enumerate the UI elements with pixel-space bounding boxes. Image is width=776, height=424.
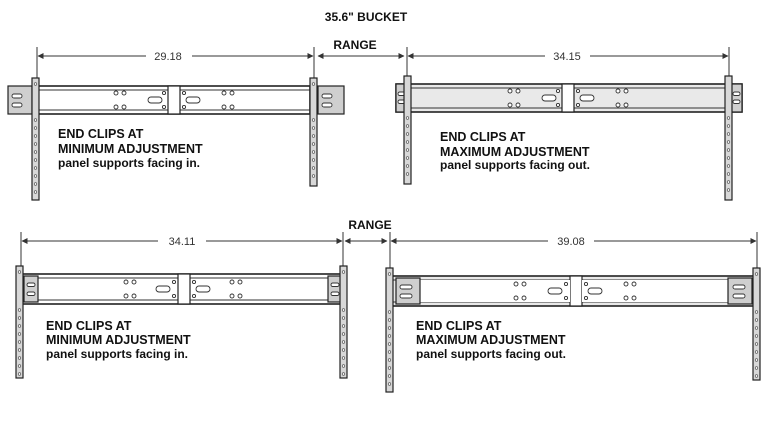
diagram-top-left: 29.18 <box>7 47 345 201</box>
dimension-value: 34.15 <box>553 51 581 63</box>
caption-line-1: END CLIPS AT <box>46 319 132 333</box>
clip-slot-icon <box>11 93 23 99</box>
clip-slot-icon <box>321 93 333 99</box>
clip-slot-icon <box>399 293 413 299</box>
clip-slot-icon <box>732 293 746 299</box>
clip-slot-icon <box>330 282 340 287</box>
end-clip-right <box>317 85 345 115</box>
caption-line-3: panel supports facing out. <box>416 347 566 361</box>
rail-holes <box>405 116 731 192</box>
rail-right <box>339 265 348 379</box>
diagram-top-right: 34.15 <box>395 47 743 201</box>
caption-line-2: MAXIMUM ADJUSTMENT <box>440 145 590 159</box>
caption-line-2: MAXIMUM ADJUSTMENT <box>416 333 566 347</box>
diagram-title: 35.6" BUCKET <box>325 10 408 24</box>
clip-slot-icon <box>26 291 36 296</box>
caption-line-1: END CLIPS AT <box>58 127 144 141</box>
clip-slot-icon <box>732 284 746 290</box>
diagram-bottom-left: 34.11 <box>15 232 348 379</box>
end-clip-left <box>23 275 39 303</box>
clip-slot-icon <box>321 102 333 108</box>
rail-left <box>31 77 40 201</box>
range-label-bottom: RANGE <box>348 218 391 232</box>
dimension-value: 39.08 <box>557 236 585 248</box>
rail-holes <box>387 272 759 386</box>
clip-slot-icon <box>732 91 741 96</box>
caption-line-1: END CLIPS AT <box>440 130 526 144</box>
clip-slot-icon <box>26 282 36 287</box>
dimension-value: 29.18 <box>154 51 182 63</box>
diagram-bottom-right: 39.08 <box>385 232 761 393</box>
caption-line-1: END CLIPS AT <box>416 319 502 333</box>
rail-right <box>752 267 761 381</box>
clip-slot-icon <box>330 291 340 296</box>
panel-joint <box>569 275 583 307</box>
panel-joint <box>167 85 181 115</box>
panel-joint <box>177 273 191 305</box>
end-clip-right <box>727 277 753 305</box>
rail-holes <box>17 270 346 376</box>
rail-right <box>309 77 318 187</box>
rail-holes <box>33 82 316 194</box>
caption-line-3: panel supports facing in. <box>58 156 200 170</box>
rail-right <box>724 75 733 201</box>
caption-line-3: panel supports facing out. <box>440 158 590 172</box>
caption-line-2: MINIMUM ADJUSTMENT <box>58 142 203 156</box>
range-label-top: RANGE <box>333 38 376 52</box>
rail-left <box>403 75 412 185</box>
clip-slot-icon <box>732 99 741 104</box>
clip-slot-icon <box>11 102 23 108</box>
rail-left <box>15 265 24 379</box>
dimension-value: 34.11 <box>169 236 196 248</box>
panel-joint <box>561 83 575 113</box>
caption-line-3: panel supports facing in. <box>46 347 188 361</box>
caption-line-2: MINIMUM ADJUSTMENT <box>46 333 191 347</box>
clip-slot-icon <box>399 284 413 290</box>
end-clip-left <box>7 85 33 115</box>
end-clip-left <box>395 277 421 305</box>
rail-left <box>385 267 394 393</box>
